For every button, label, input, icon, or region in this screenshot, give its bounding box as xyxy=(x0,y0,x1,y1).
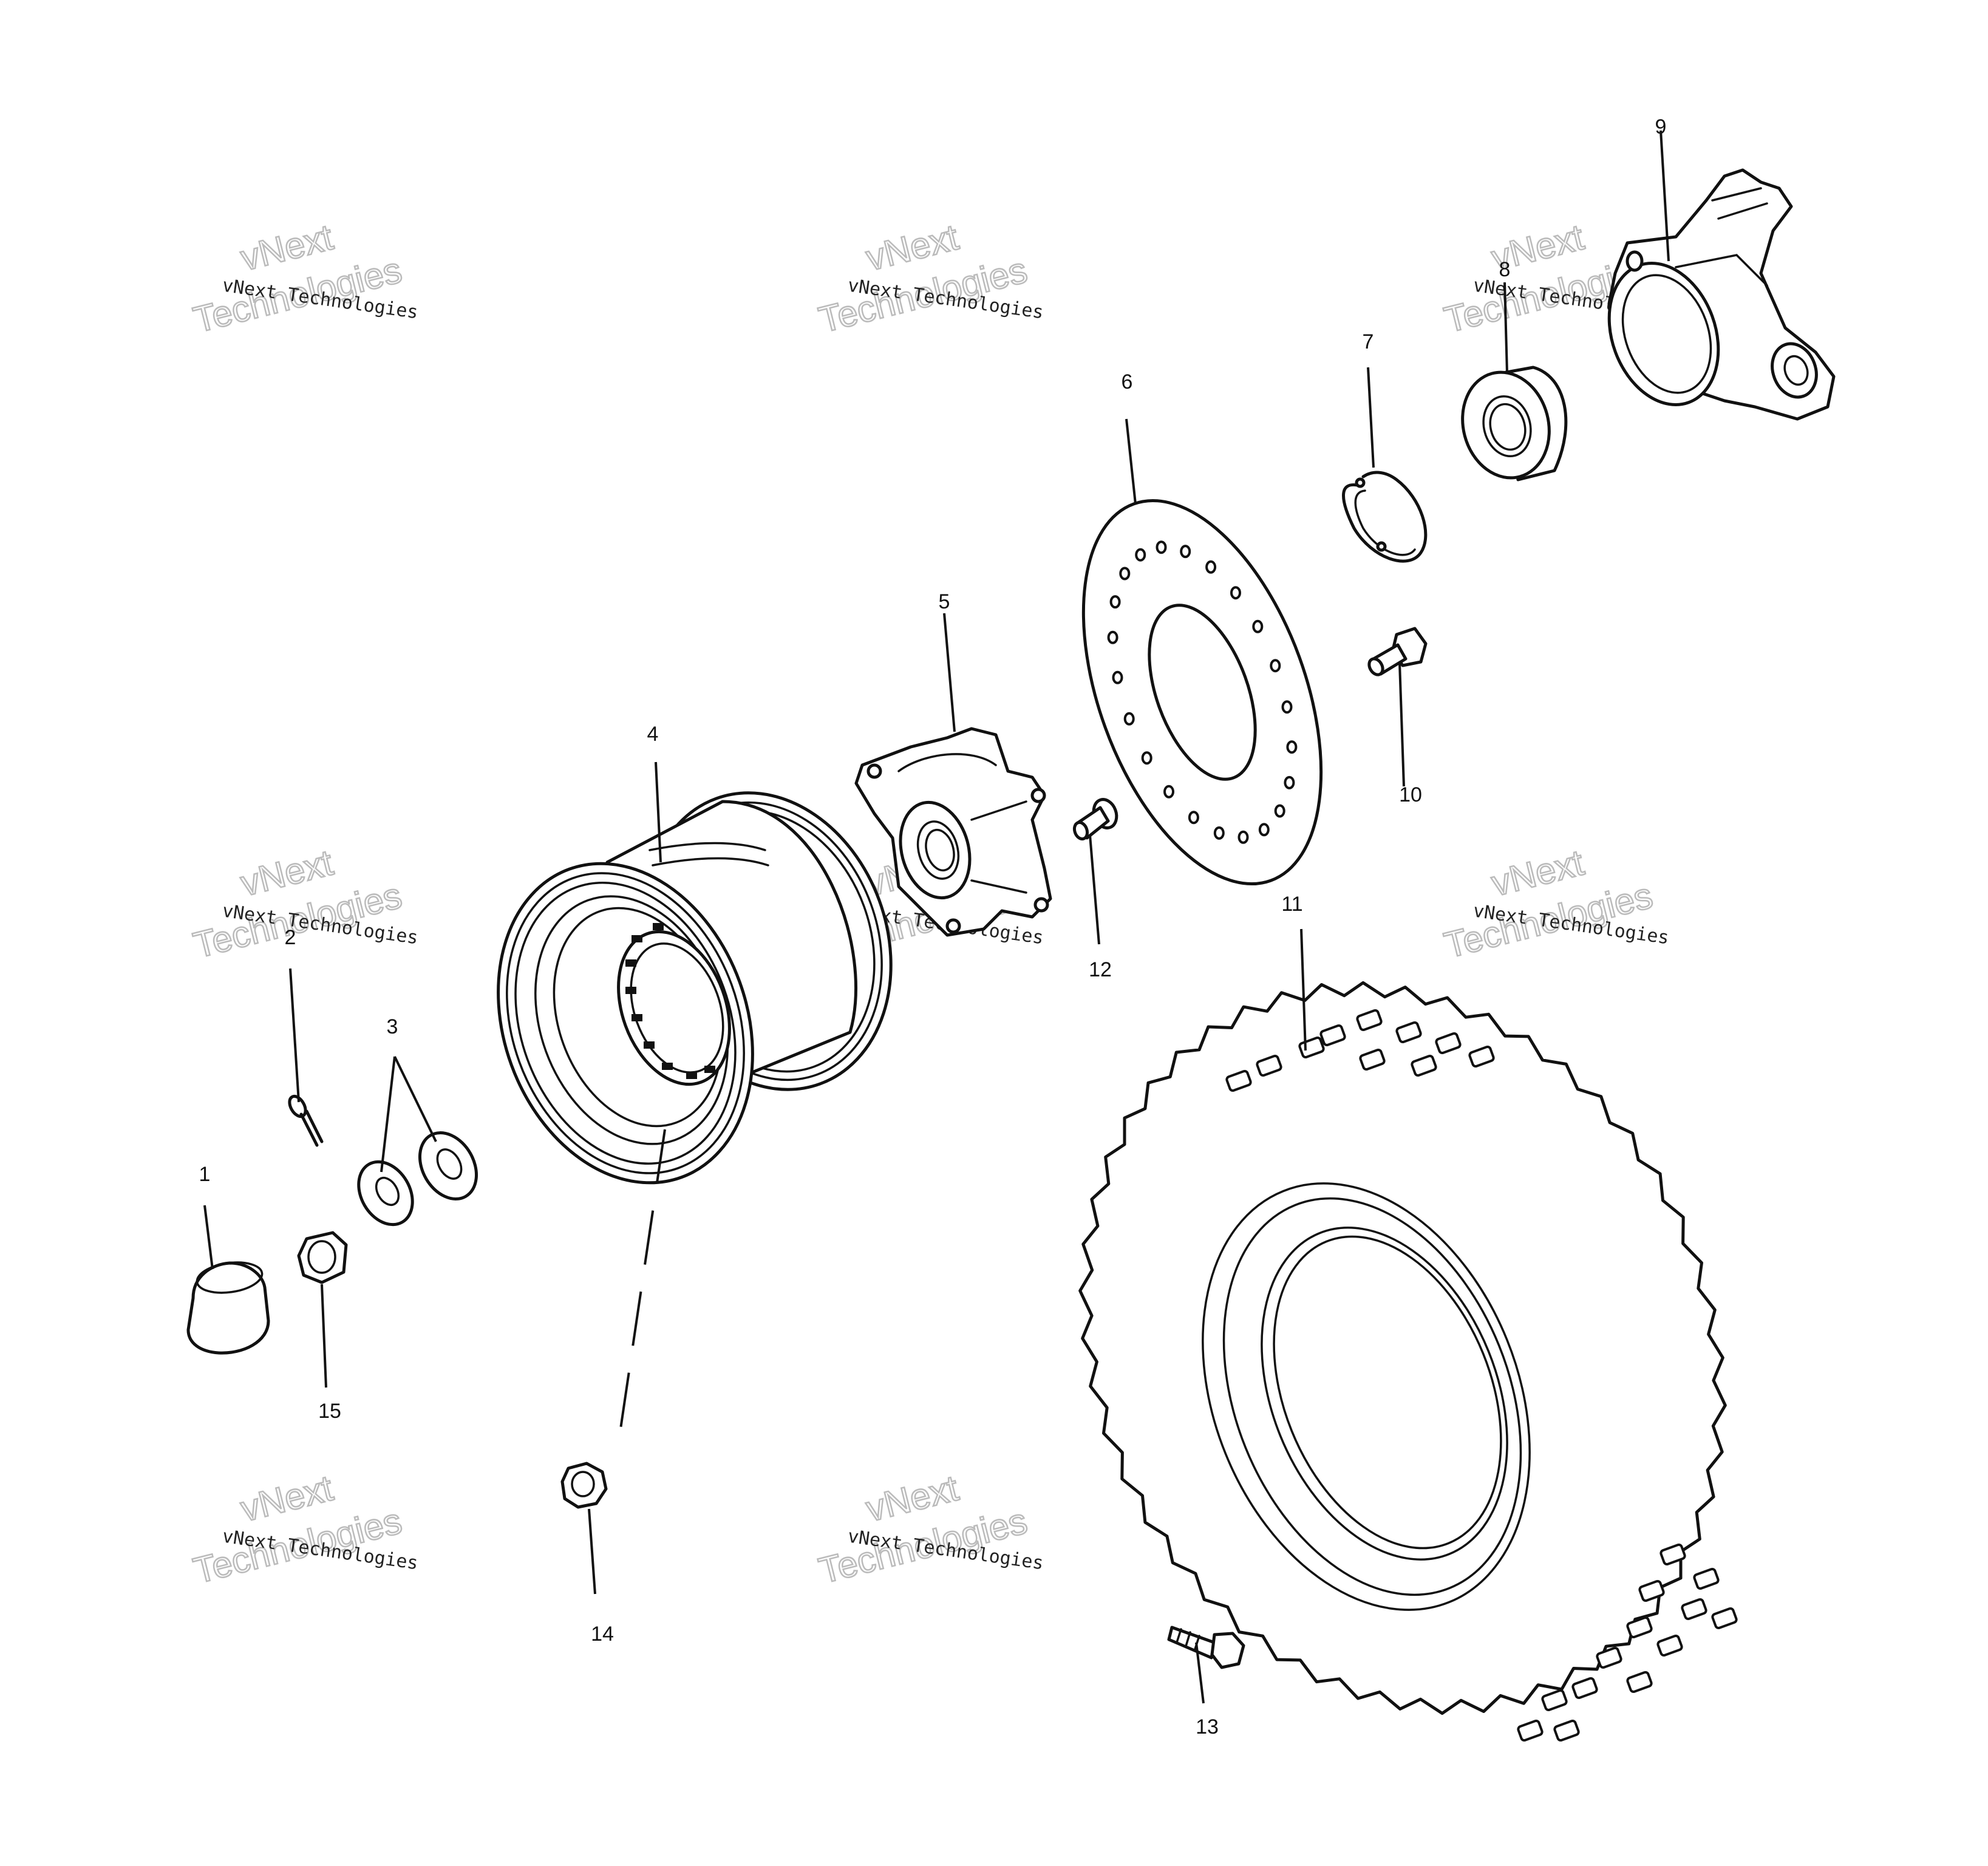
tread-lug xyxy=(1359,1048,1386,1071)
watermark-bottom-center: vNext Technologies vNext Technologies xyxy=(814,1466,1045,1592)
disc-hole xyxy=(1284,775,1295,789)
disc-hole xyxy=(1274,804,1285,818)
callout-3: 3 xyxy=(387,1015,398,1038)
watermark-top-left: vNext Technologies vNext Technologies xyxy=(189,216,420,341)
leader-lines xyxy=(203,130,1670,1704)
callout-10: 10 xyxy=(1399,783,1422,806)
part-8-bearing xyxy=(1461,366,1568,482)
disc-hole xyxy=(1205,560,1217,574)
tread-lug xyxy=(1626,1616,1653,1639)
tread-lug xyxy=(1319,1024,1346,1047)
callout-14: 14 xyxy=(591,1623,614,1646)
disc-hole xyxy=(1258,823,1270,837)
part-11-tire xyxy=(1078,981,1738,1742)
watermark-bottom-left: vNext Technologies vNext Technologies xyxy=(189,1466,420,1592)
disc-holes xyxy=(1107,540,1298,844)
tread-lug xyxy=(1541,1689,1568,1712)
callout-1: 1 xyxy=(199,1163,211,1186)
callout-5: 5 xyxy=(939,590,950,613)
part-7-snap-ring xyxy=(1342,471,1428,563)
tread-lug xyxy=(1656,1634,1683,1657)
disc-hole xyxy=(1107,630,1118,644)
part-14-lug-nut xyxy=(560,1462,608,1509)
tread-lug xyxy=(1660,1543,1686,1566)
part-15-hex-nut xyxy=(297,1231,348,1284)
disc-hole xyxy=(1252,619,1264,633)
part-2-cotter-pin xyxy=(288,1094,324,1147)
callout-6: 6 xyxy=(1122,370,1133,393)
disc-hole xyxy=(1163,785,1174,798)
disc-hole xyxy=(1281,700,1293,714)
tire-tread-lugs xyxy=(1225,1009,1738,1742)
callout-9: 9 xyxy=(1655,115,1667,138)
tread-lug xyxy=(1571,1677,1598,1700)
callout-labels: 1 2 3 4 5 6 7 8 9 10 11 12 13 14 15 xyxy=(199,115,1667,1738)
disc-hole xyxy=(1213,826,1225,840)
watermark-top-center: vNext Technologies vNext Technologies xyxy=(814,216,1045,341)
disc-hole xyxy=(1112,670,1123,684)
tread-lug xyxy=(1435,1032,1462,1055)
tread-lug xyxy=(1225,1069,1252,1092)
disc-hole xyxy=(1230,586,1241,600)
tread-lug xyxy=(1711,1607,1738,1630)
callout-12: 12 xyxy=(1089,958,1112,981)
part-9-bearing-carrier xyxy=(1607,168,1836,421)
tread-lug xyxy=(1256,1054,1282,1077)
tread-lug xyxy=(1626,1670,1653,1694)
disc-hole xyxy=(1237,830,1249,844)
tread-lug xyxy=(1517,1719,1544,1742)
rim-lug-holes xyxy=(625,923,715,1079)
part-13-bolt xyxy=(1167,1626,1245,1669)
part-6-brake-disc xyxy=(1081,499,1323,886)
part-10-bolt xyxy=(1367,627,1428,676)
part-3-washers xyxy=(357,1131,478,1227)
watermark-mid-right: vNext Technologies vNext Technologies xyxy=(1440,841,1670,967)
disc-hole xyxy=(1270,659,1281,673)
callout-2: 2 xyxy=(285,926,296,949)
tread-lug xyxy=(1681,1598,1707,1621)
part-5-wheel-hub xyxy=(854,727,1052,937)
tread-lug xyxy=(1596,1646,1622,1669)
disc-hole xyxy=(1109,595,1121,609)
disc-hole xyxy=(1141,751,1152,765)
disc-hole xyxy=(1188,811,1199,825)
callout-7: 7 xyxy=(1363,330,1374,353)
tire-tread-outline xyxy=(1078,981,1727,1715)
watermark-mid-left: vNext Technologies vNext Technologies xyxy=(189,841,420,967)
disc-hole xyxy=(1180,545,1191,559)
tread-lug xyxy=(1693,1567,1720,1590)
callout-11: 11 xyxy=(1281,893,1302,916)
tread-lug xyxy=(1553,1719,1580,1742)
tread-lug xyxy=(1411,1054,1437,1077)
callout-8: 8 xyxy=(1499,258,1511,281)
disc-hole xyxy=(1156,540,1167,554)
callout-15: 15 xyxy=(318,1400,341,1423)
callout-4: 4 xyxy=(647,723,659,746)
part-12-bolt xyxy=(1072,798,1118,841)
disc-hole xyxy=(1286,740,1298,754)
callout-13: 13 xyxy=(1196,1715,1219,1738)
tread-lug xyxy=(1395,1021,1422,1044)
part-4-wheel-rim xyxy=(497,791,893,1185)
disc-hole xyxy=(1123,712,1135,726)
disc-hole xyxy=(1119,567,1131,581)
part-1-hub-cap xyxy=(186,1261,270,1355)
disc-hole xyxy=(1135,548,1146,562)
tread-lug xyxy=(1638,1579,1665,1602)
tread-lug xyxy=(1468,1045,1495,1068)
tread-lug xyxy=(1356,1009,1383,1032)
